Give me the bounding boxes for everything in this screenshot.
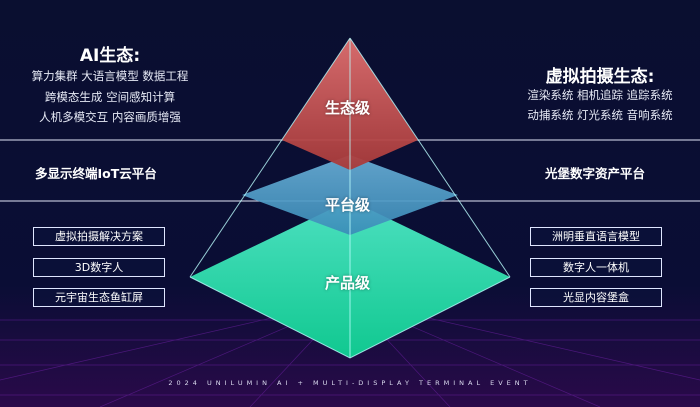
iot-platform-label: 多显示终端IoT云平台 bbox=[35, 166, 157, 181]
product-box: 3D数字人 bbox=[33, 258, 165, 277]
product-box: 数字人一体机 bbox=[530, 258, 662, 277]
ai-ecosystem-line: 人机多模交互 内容画质增强 bbox=[39, 110, 181, 124]
product-box: 光显内容堡盒 bbox=[530, 288, 662, 307]
level-platform: 平台级 bbox=[325, 196, 371, 214]
virtual-shooting-title: 虚拟拍摄生态: bbox=[545, 67, 655, 87]
ai-ecosystem-line: 跨模态生成 空间感知计算 bbox=[44, 90, 176, 104]
virtual-shooting-line: 渲染系统 相机追踪 追踪系统 bbox=[527, 88, 673, 102]
asset-platform-label: 光堡数字资产平台 bbox=[545, 166, 646, 181]
product-box: 虚拟拍摄解决方案 bbox=[33, 227, 165, 246]
product-box: 洲明垂直语言模型 bbox=[530, 227, 662, 246]
ai-ecosystem-line: 算力集群 大语言模型 数据工程 bbox=[31, 69, 189, 83]
ai-ecosystem-title: AI生态: bbox=[79, 46, 141, 66]
virtual-shooting-line: 动捕系统 灯光系统 音响系统 bbox=[527, 108, 673, 122]
level-product: 产品级 bbox=[325, 274, 371, 292]
pyramid-edges bbox=[189, 37, 511, 359]
level-ecosystem: 生态级 bbox=[325, 99, 371, 117]
footer-event-title: 2024 UNILUMIN AI + MULTI-DISPLAY TERMINA… bbox=[168, 379, 532, 387]
product-box: 元宇宙生态鱼缸屏 bbox=[33, 288, 165, 307]
